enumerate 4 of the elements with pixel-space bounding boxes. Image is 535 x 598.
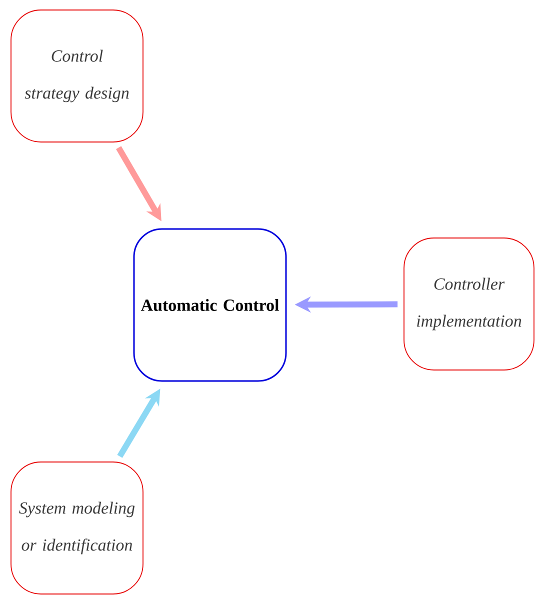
topic-box: System modeling or identification: [10, 462, 144, 594]
topic-box: Controller implementation: [404, 238, 534, 370]
main-box: Automatic Control: [133, 228, 287, 382]
topic-box: Control strategy design: [10, 10, 144, 142]
